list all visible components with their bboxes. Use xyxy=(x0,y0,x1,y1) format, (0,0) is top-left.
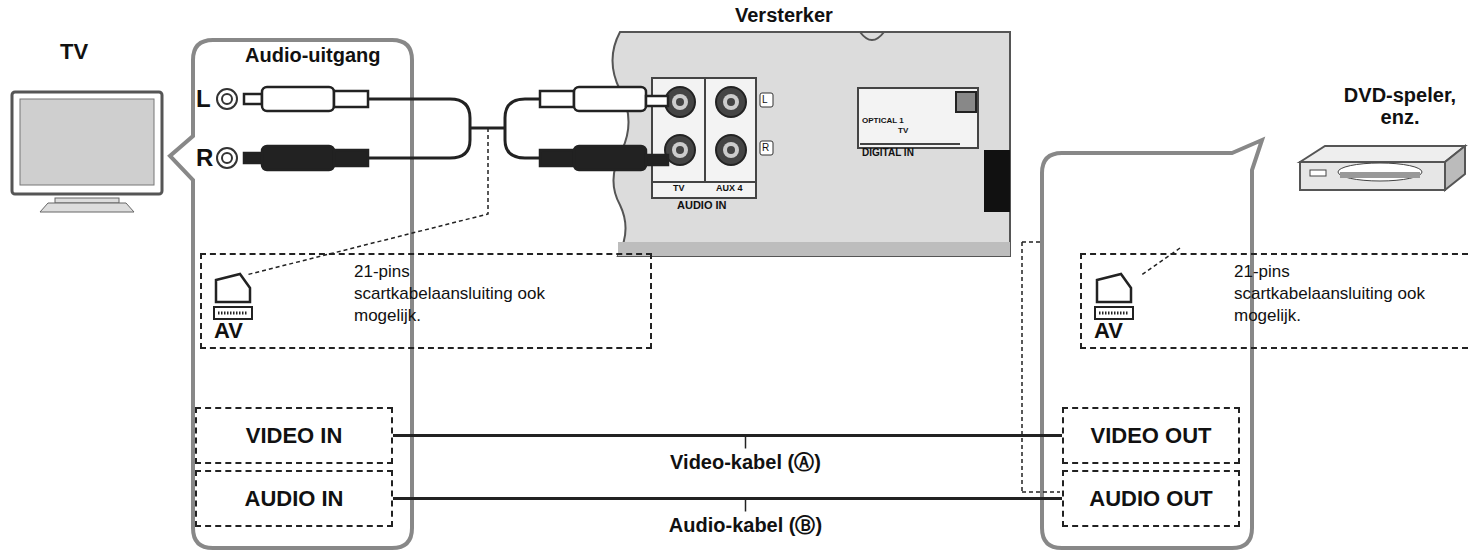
device-name: TV xyxy=(60,40,88,64)
cable-label: Video-kabel (Ⓐ) xyxy=(667,451,824,473)
port-name: AUDIO OUT xyxy=(1089,486,1212,512)
jack-label: TV xyxy=(673,184,685,194)
scart-icon xyxy=(214,274,1133,319)
port-box: AUDIO IN xyxy=(195,470,393,527)
panel-label: AUDIO IN xyxy=(677,199,727,211)
jack-label: AUX 4 xyxy=(716,184,743,194)
channel-label: L xyxy=(196,86,211,112)
cable-line xyxy=(393,436,1062,449)
part-name: Versterker xyxy=(735,4,833,26)
tv-icon xyxy=(12,92,162,212)
rca-jack xyxy=(217,89,237,168)
channel-label: R xyxy=(762,142,769,153)
scart-note-box: AV 21-pins scartkabelaansluiting ook moge… xyxy=(1080,253,1468,349)
panel-label: TV xyxy=(898,127,908,136)
scart-note-box: AV 21-pins scartkabelaansluiting ook moge… xyxy=(200,253,652,349)
note-text: 21-pins scartkabelaansluiting ook mogeli… xyxy=(1234,261,1434,327)
note-text: 21-pins scartkabelaansluiting ook mogeli… xyxy=(354,261,554,327)
callout-outline xyxy=(1042,140,1262,548)
port-name: VIDEO OUT xyxy=(1090,423,1211,449)
port-name: VIDEO IN xyxy=(246,423,343,449)
device-name: DVD-speler, enz. xyxy=(1330,84,1470,128)
panel-label: OPTICAL 1 xyxy=(862,117,904,126)
port-box: VIDEO IN xyxy=(195,407,393,464)
port-name: AV xyxy=(214,319,243,343)
cable-line xyxy=(393,499,1062,512)
port-name: AV xyxy=(1094,319,1123,343)
rca-cable xyxy=(244,87,668,170)
channel-label: L xyxy=(762,94,768,105)
port-name: Audio-uitgang xyxy=(245,44,381,66)
dvd-player-icon xyxy=(1300,146,1465,190)
port-box: AUDIO OUT xyxy=(1062,470,1240,527)
panel-label: DIGITAL IN xyxy=(862,147,914,158)
port-name: AUDIO IN xyxy=(245,486,344,512)
amplifier-panel xyxy=(613,32,1011,256)
leader-line xyxy=(1022,242,1060,492)
channel-label: R xyxy=(196,145,213,171)
cable-label: Audio-kabel (Ⓑ) xyxy=(666,514,825,536)
port-box: VIDEO OUT xyxy=(1062,407,1240,464)
